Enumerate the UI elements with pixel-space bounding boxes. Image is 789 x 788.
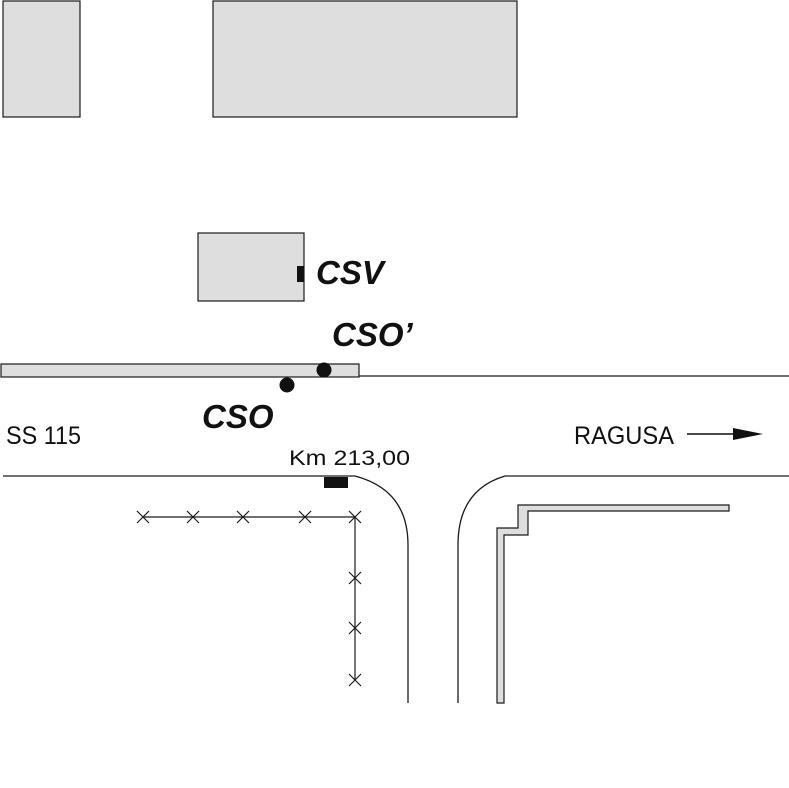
kilometre-marker	[324, 477, 348, 488]
fence	[136, 510, 362, 687]
cso-prime-label: CSO’	[332, 316, 414, 353]
building-csv	[197, 232, 305, 302]
sidewalk-strip	[0, 363, 360, 378]
kilometre-label: Km 213,00	[289, 447, 410, 470]
road-south-edge-east	[457, 475, 789, 703]
csv-label: CSV	[316, 254, 387, 291]
road-south-edge-west	[3, 475, 409, 703]
direction-arrow-icon	[687, 428, 763, 440]
stepped-wall	[496, 504, 730, 704]
road-name-label: SS 115	[6, 422, 81, 450]
csv-station-marker	[297, 266, 304, 282]
cso-label: CSO	[202, 398, 274, 435]
building-top-left	[2, 0, 81, 118]
building-top-center	[212, 0, 518, 118]
cso-point	[279, 377, 295, 393]
cso-prime-point	[316, 362, 332, 378]
destination-label: RAGUSA	[574, 422, 674, 450]
